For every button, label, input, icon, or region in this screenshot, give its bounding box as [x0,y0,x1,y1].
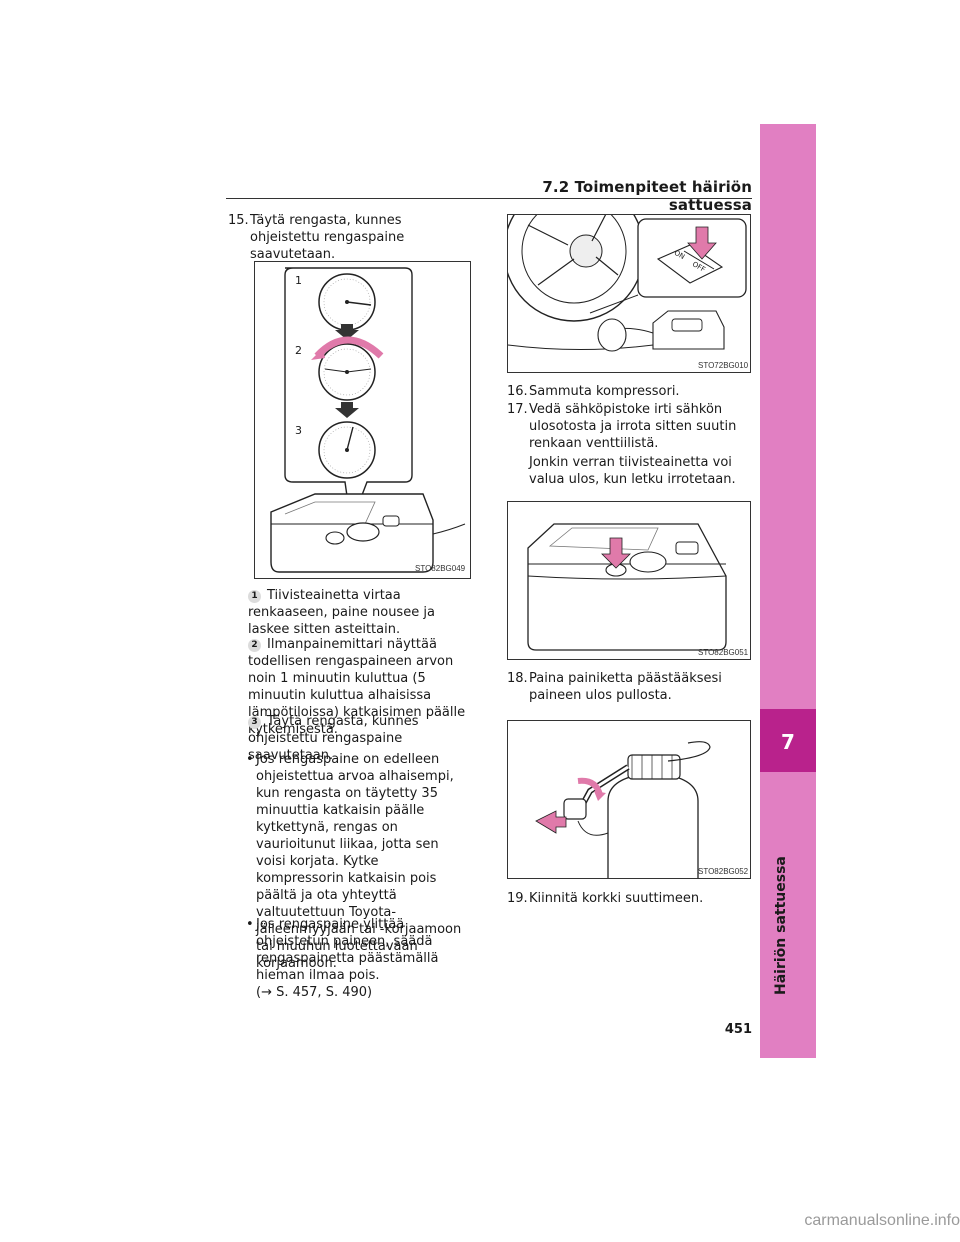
step-15: 15. Täytä rengasta, kunnes ohjeistettu r… [228,212,468,263]
step-16: 16. Sammuta kompressori. [507,383,749,400]
step-text: Vedä sähköpistoke irti sähkön ulosotosta… [529,402,737,451]
step-18: 18. Paina painiketta päästääksesi painee… [507,670,749,704]
callout-1: 1 [295,274,302,287]
figure-code: STO82BG049 [415,564,466,573]
callout-3: 3 [295,424,302,437]
callout-2: 2 [295,344,302,357]
chapter-title: Häiriön sattuessa [773,856,789,995]
step-17-note: Jonkin verran tiivisteainetta voi valua … [529,455,736,487]
gauge-illustration [270,267,466,573]
step-text: Sammuta kompressori. [529,384,680,399]
step-number: 19. [507,891,528,906]
step-text: Täytä rengasta, kunnes ohjeistettu renga… [250,213,405,262]
step-number: 16. [507,384,528,399]
step-19: 19. Kiinnitä korkki suuttimeen. [507,890,749,907]
button-illustration [527,523,727,651]
bullet-text: Jos rengaspaine on edelleen ohjeistettua… [256,752,462,971]
step-17: 17. Vedä sähköpistoke irti sähkön ulosot… [507,401,749,452]
note-text: Ilmanpainemittari näyttää todellisen ren… [248,637,466,737]
page-reference[interactable]: (→ S. 457, S. 490) [256,985,373,1000]
figure-code: STO82BG051 [698,648,749,657]
note-marker: 1 [248,590,261,603]
figure-compressor-switch: ON OFF STO72BG010 [507,214,751,373]
figure-code: STO82BG052 [698,867,749,876]
step-number: 17. [507,402,528,417]
bullet-dot: • [246,917,254,932]
chapter-band [760,709,816,772]
header-rule [226,198,752,199]
watermark: carmanualsonline.info [804,1212,960,1229]
chapter-number: 7 [781,730,795,754]
note-marker: 3 [248,716,261,729]
note-text: Tiivisteainetta virtaa renkaaseen, paine… [248,588,435,637]
chapter-sidebar [760,124,816,1058]
figure-code: STO72BG010 [698,361,749,370]
figure-gauge-sequence: 1 2 3 STO82BG049 [254,261,471,579]
figure-release-button: STO82BG051 [507,501,751,660]
bullet-1: • Jos rengaspaine on edelleen ohjeistett… [246,751,470,972]
step-text: Kiinnitä korkki suuttimeen. [529,891,704,906]
step-text: Paina painiketta päästääksesi paineen ul… [529,671,722,703]
note-marker: 2 [248,639,261,652]
bullet-text: Jos rengaspaine ylittää ohjeistetun pain… [256,917,439,983]
bottle-illustration [535,741,711,878]
switch-illustration [508,215,747,352]
figure-bottle-nozzle: STO82BG052 [507,720,751,879]
step-number: 15. [228,213,249,228]
bullet-2: • Jos rengaspaine ylittää ohjeistetun pa… [246,916,470,1001]
page-number: 451 [724,1022,752,1037]
note-text: Täytä rengasta, kunnes ohjeistettu renga… [248,714,419,763]
step-number: 18. [507,671,528,686]
bullet-dot: • [246,752,254,767]
section-title: 7.2 Toimenpiteet häiriön sattuessa [542,178,752,214]
